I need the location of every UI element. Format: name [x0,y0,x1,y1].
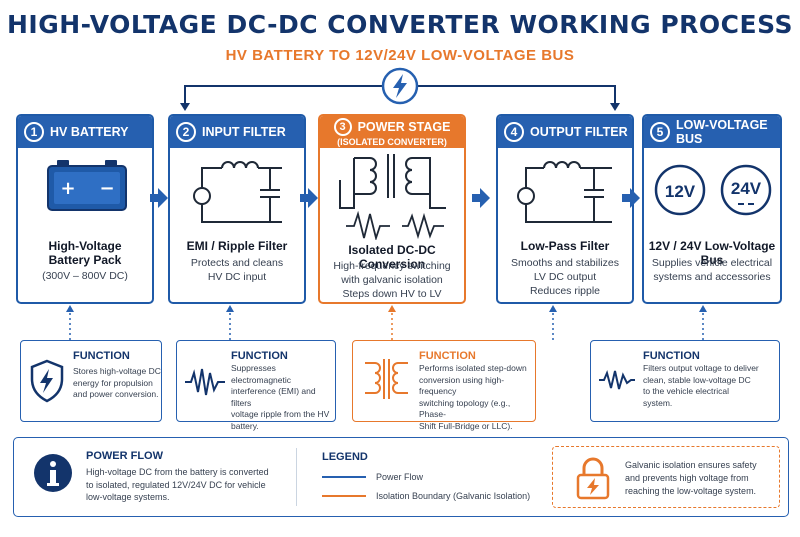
battery-icon: + − [47,160,127,211]
stage-name: 12V / 24V Low-Voltage Bus [648,239,776,267]
transformer-icon [339,154,446,209]
shield-lightning-icon [30,359,64,403]
transformer-icon [365,359,408,399]
legend-title: LEGEND [322,451,368,463]
flow-arrow [150,188,168,208]
voltage-badge-12v: 12V [654,164,706,216]
page-title: HIGH-VOLTAGE DC-DC CONVERTER WORKING PRO… [7,10,793,39]
stage-input-filter: 2 INPUT FILTER EMI / Ripple Filter Prote… [168,114,306,304]
stage-header-sub: (ISOLATED CONVERTER) [337,136,447,147]
legend-item-isolation-boundary: Isolation Boundary (Galvanic Isolation) [322,491,530,501]
isolation-note-box: Galvanic isolation ensures safety and pr… [552,446,780,508]
legend-swatch [322,495,366,497]
lc-filter-circuit-icon [193,161,282,223]
stage-hv-battery: 1 HV BATTERY + − High-Voltage Battery Pa… [16,114,154,304]
legend-swatch [322,476,366,478]
stage-number: 5 [650,122,670,142]
bottom-info-panel: POWER FLOW High-voltage DC from the batt… [13,437,789,517]
stage-name: EMI / Ripple Filter [186,239,288,253]
stage-description: (300V – 800V DC) [42,270,128,282]
smooth-waveform-icon [599,369,635,390]
stage-header-label: LOW-VOLTAGE BUS [676,118,768,146]
stage-description: Protects and cleans HV DC input [190,257,284,283]
stage-low-voltage-bus: 5 LOW-VOLTAGE BUS 12V 24V 12V / 24V Low-… [642,114,782,304]
switching-waveform-icon [346,210,444,240]
function-text: Suppresses electromagnetic interference … [231,363,330,431]
stage-header-label: OUTPUT FILTER [530,125,628,139]
function-text: Performs isolated step-down conversion u… [419,363,527,431]
flow-arrow [622,188,640,208]
stage-header: 2 INPUT FILTER [170,116,304,148]
power-flow-text: High-voltage DC from the battery is conv… [86,467,269,502]
ripple-waveform-icon [185,368,225,396]
stage-number: 3 [333,117,352,136]
power-flow-title: POWER FLOW [86,450,163,462]
stage-description: Smooths and stabilizes LV DC output Redu… [511,257,619,297]
function-box-power-stage: FUNCTION Performs isolated step-down con… [352,340,536,431]
stage-number: 4 [504,122,524,142]
function-box-battery: FUNCTION Stores high-voltage DC energy f… [20,340,162,422]
low-pass-filter-circuit-icon [517,161,612,223]
top-flow-line [180,67,620,111]
stage-description: High-frequency switching with galvanic i… [333,260,451,300]
stage-header: 3 POWER STAGE (ISOLATED CONVERTER) [320,116,464,148]
stage-output-filter: 4 OUTPUT FILTER Low-Pass Filter Smooths … [496,114,634,304]
stage-description: Supplies vehicle electrical systems and … [651,257,773,283]
stage-number: 1 [24,122,44,142]
stage-power-stage: 3 POWER STAGE (ISOLATED CONVERTER) Isola… [318,114,466,304]
page-subtitle: HV BATTERY TO 12V/24V LOW-VOLTAGE BUS [225,47,575,64]
lightning-icon [381,67,419,105]
svg-text:24V: 24V [731,179,762,198]
stage-header: 5 LOW-VOLTAGE BUS [644,116,780,148]
flow-arrow [472,188,490,208]
divider [296,448,297,506]
stage-number: 2 [176,122,196,142]
svg-text:12V: 12V [665,182,696,201]
stage-header: 4 OUTPUT FILTER [498,116,632,148]
stage-header-label: INPUT FILTER [202,125,286,139]
voltage-badge-24v: 24V [720,164,772,216]
stage-header: 1 HV BATTERY [18,116,152,148]
stage-name: High-Voltage Battery Pack [48,239,122,267]
stage-name: Low-Pass Filter [520,239,610,253]
stage-name: Isolated DC-DC Conversion [348,243,436,271]
info-icon [34,454,72,492]
legend-item-power-flow: Power Flow [322,472,423,482]
function-text: Filters output voltage to deliver clean,… [643,363,759,408]
svg-text:+: + [60,178,75,199]
dotted-connectors [66,305,707,340]
isolation-note-text: Galvanic isolation ensures safety and pr… [625,460,757,496]
function-box-input-filter: FUNCTION Suppresses electromagnetic inte… [176,340,336,431]
function-text: Stores high-voltage DC energy for propul… [73,366,161,399]
function-box-output-filter: FUNCTION Filters output voltage to deliv… [590,340,780,422]
lock-lightning-icon [576,457,610,500]
stage-header-label: POWER STAGE [357,119,451,134]
flow-arrow [300,188,318,208]
stage-header-label: HV BATTERY [50,125,129,139]
svg-text:−: − [99,178,114,199]
